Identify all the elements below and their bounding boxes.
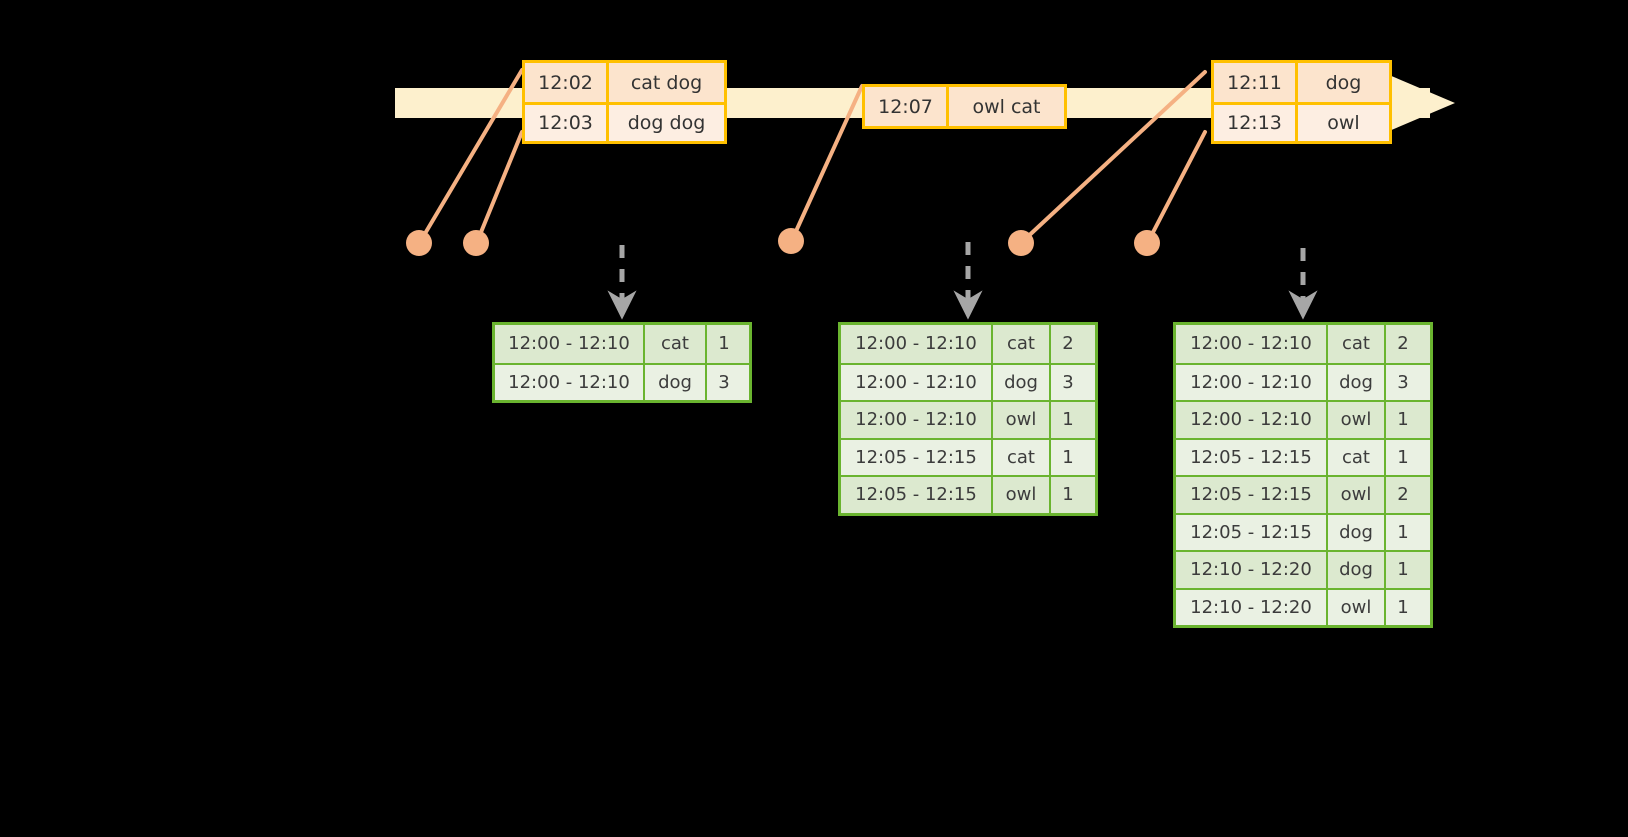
cell-word: cat: [1328, 439, 1386, 475]
cell-count: 1: [1397, 521, 1409, 543]
table-row[interactable]: 12:10 - 12:20 dog 1: [1176, 550, 1430, 588]
cell-word: dog: [993, 364, 1051, 400]
cell-word: owl: [1328, 477, 1386, 513]
cell-count: 1: [1062, 409, 1074, 431]
cell-window: 12:05 - 12:15: [841, 477, 993, 513]
connector-dot: [1134, 230, 1160, 256]
event-row[interactable]: 12:07 owl cat: [865, 87, 1064, 126]
result-table-2[interactable]: 12:00 - 12:10 cat 2 12:00 - 12:10 dog 3 …: [838, 322, 1098, 516]
table-row[interactable]: 12:00 - 12:10 cat 2: [841, 325, 1095, 363]
dashed-arrows: [607, 242, 1318, 320]
event-time: 12:02: [525, 63, 609, 102]
cell-window: 12:00 - 12:10: [841, 364, 993, 400]
event-row[interactable]: 12:03 dog dog: [525, 102, 724, 141]
connector-dot: [778, 228, 804, 254]
cell-word: owl: [993, 477, 1051, 513]
event-words: dog dog: [627, 112, 706, 134]
connector-dot: [463, 230, 489, 256]
event-time: 12:11: [1214, 63, 1298, 102]
cell-count: 2: [1062, 333, 1074, 355]
event-words: owl cat: [972, 95, 1041, 118]
cell-count: 2: [1397, 333, 1409, 355]
cell-word: dog: [1328, 364, 1386, 400]
cell-word: dog: [1328, 514, 1386, 550]
cell-window: 12:00 - 12:10: [1176, 402, 1328, 438]
table-row[interactable]: 12:05 - 12:15 dog 1: [1176, 512, 1430, 550]
table-row[interactable]: 12:00 - 12:10 dog 3: [1176, 362, 1430, 400]
cell-count: 1: [718, 333, 730, 355]
cell-count: 1: [1397, 409, 1409, 431]
event-row[interactable]: 12:11 dog: [1214, 63, 1389, 102]
event-time: 12:07: [865, 87, 949, 126]
cell-window: 12:05 - 12:15: [841, 439, 993, 475]
table-row[interactable]: 12:00 - 12:10 owl 1: [841, 400, 1095, 438]
table-row[interactable]: 12:00 - 12:10 cat 1: [495, 325, 749, 363]
cell-count: 1: [1397, 559, 1409, 581]
cell-count: 3: [1397, 371, 1409, 393]
table-row[interactable]: 12:05 - 12:15 cat 1: [841, 437, 1095, 475]
cell-window: 12:00 - 12:10: [841, 325, 993, 363]
cell-word: cat: [993, 439, 1051, 475]
event-row[interactable]: 12:02 cat dog: [525, 63, 724, 102]
cell-word: cat: [1328, 325, 1386, 363]
table-row[interactable]: 12:05 - 12:15 owl 2: [1176, 475, 1430, 513]
cell-window: 12:00 - 12:10: [495, 364, 645, 400]
cell-word: owl: [993, 402, 1051, 438]
event-box-1[interactable]: 12:02 cat dog 12:03 dog dog: [522, 60, 727, 144]
connector-dot: [406, 230, 432, 256]
table-row[interactable]: 12:05 - 12:15 owl 1: [841, 475, 1095, 513]
event-words: owl: [1327, 112, 1360, 134]
cell-count: 1: [1397, 596, 1409, 618]
cell-window: 12:00 - 12:10: [1176, 325, 1328, 363]
cell-window: 12:00 - 12:10: [1176, 364, 1328, 400]
event-words: dog: [1325, 71, 1362, 94]
event-box-3[interactable]: 12:11 dog 12:13 owl: [1211, 60, 1392, 144]
event-time: 12:13: [1214, 105, 1298, 141]
table-row[interactable]: 12:00 - 12:10 owl 1: [1176, 400, 1430, 438]
cell-count: 1: [1397, 446, 1409, 468]
cell-word: dog: [1328, 552, 1386, 588]
cell-word: owl: [1328, 589, 1386, 625]
result-table-1[interactable]: 12:00 - 12:10 cat 1 12:00 - 12:10 dog 3: [492, 322, 752, 403]
connector-dot: [1008, 230, 1034, 256]
event-box-2[interactable]: 12:07 owl cat: [862, 84, 1067, 129]
table-row[interactable]: 12:00 - 12:10 dog 3: [841, 362, 1095, 400]
cell-window: 12:10 - 12:20: [1176, 552, 1328, 588]
cell-count: 2: [1397, 484, 1409, 506]
table-row[interactable]: 12:05 - 12:15 cat 1: [1176, 437, 1430, 475]
cell-window: 12:00 - 12:10: [495, 325, 645, 363]
cell-word: cat: [993, 325, 1051, 363]
cell-count: 1: [1062, 446, 1074, 468]
cell-window: 12:05 - 12:15: [1176, 439, 1328, 475]
event-row[interactable]: 12:13 owl: [1214, 102, 1389, 141]
connector-dots: [406, 228, 1160, 256]
event-words: cat dog: [630, 71, 703, 94]
cell-window: 12:00 - 12:10: [841, 402, 993, 438]
table-row[interactable]: 12:00 - 12:10 dog 3: [495, 362, 749, 400]
cell-word: dog: [645, 364, 707, 400]
table-row[interactable]: 12:00 - 12:10 cat 2: [1176, 325, 1430, 363]
table-row[interactable]: 12:10 - 12:20 owl 1: [1176, 587, 1430, 625]
cell-window: 12:10 - 12:20: [1176, 589, 1328, 625]
cell-count: 3: [1062, 371, 1074, 393]
cell-count: 1: [1062, 484, 1074, 506]
result-table-3[interactable]: 12:00 - 12:10 cat 2 12:00 - 12:10 dog 3 …: [1173, 322, 1433, 628]
cell-word: owl: [1328, 402, 1386, 438]
cell-window: 12:05 - 12:15: [1176, 514, 1328, 550]
cell-window: 12:05 - 12:15: [1176, 477, 1328, 513]
event-time: 12:03: [525, 105, 609, 141]
cell-count: 3: [718, 371, 730, 393]
cell-word: cat: [645, 325, 707, 363]
